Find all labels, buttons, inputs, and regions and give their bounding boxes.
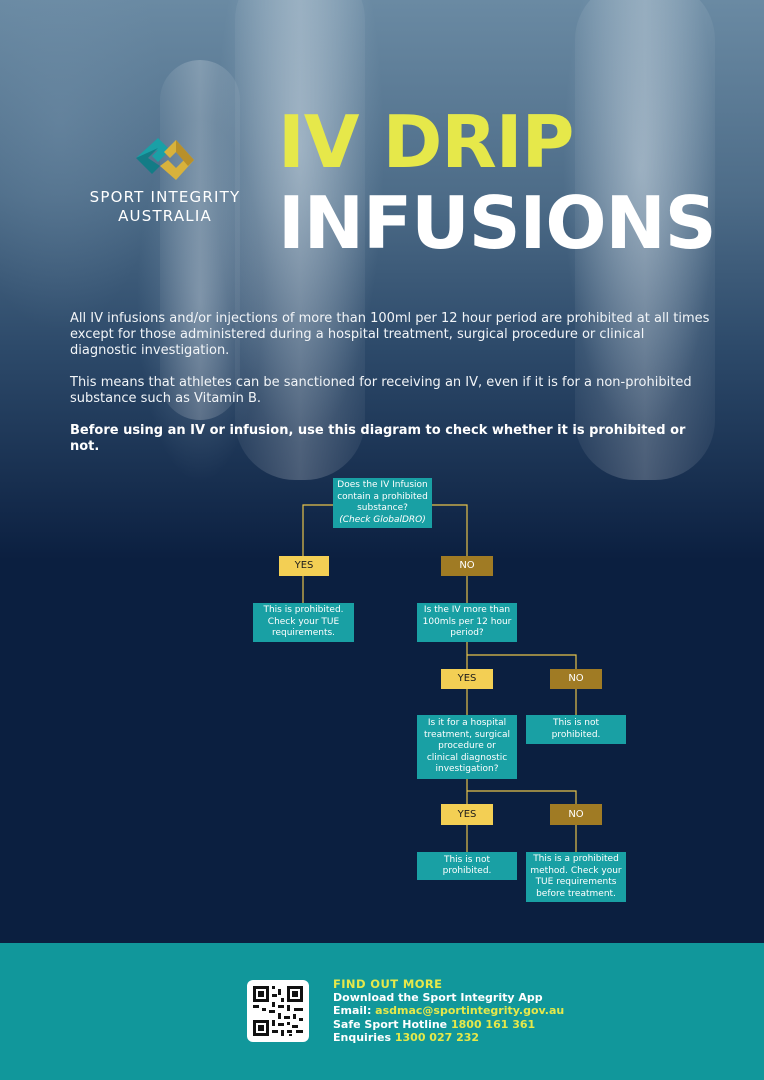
check-globaldro-note: (Check GlobalDRO) xyxy=(339,514,426,525)
result-text: before treatment. xyxy=(536,888,616,899)
question-text: 100mls per 12 hour xyxy=(422,616,512,627)
result-prohibited-method: This is a prohibited method. Check your … xyxy=(526,852,626,902)
qr-code[interactable] xyxy=(247,980,309,1042)
result-text: method. Check your xyxy=(530,865,622,876)
find-out-more-heading: FIND OUT MORE xyxy=(333,977,443,991)
question-prohibited-substance: Does the IV Infusion contain a prohibite… xyxy=(333,478,432,528)
intro-paragraph-1: All IV infusions and/or injections of mo… xyxy=(70,311,710,358)
result-text: prohibited. xyxy=(442,866,492,876)
logo-text-line2: AUSTRALIA xyxy=(118,207,212,225)
intro-paragraph-2: This means that athletes can be sanction… xyxy=(70,375,692,406)
result-text: Check your TUE xyxy=(267,616,340,627)
question-text: treatment, surgical xyxy=(424,729,510,740)
result-text: This is prohibited. xyxy=(263,605,344,616)
email-line: Email: asdmac@sportintegrity.gov.au xyxy=(333,1004,564,1017)
result-text: This is a prohibited xyxy=(533,854,619,864)
answer-yes: YES xyxy=(441,669,493,689)
answer-yes: YES xyxy=(279,556,329,576)
result-text: requirements. xyxy=(271,628,336,639)
answer-no: NO xyxy=(550,669,602,689)
result-text: This is not xyxy=(552,718,600,728)
connector xyxy=(467,790,577,804)
result-text: prohibited. xyxy=(551,729,601,740)
question-text: Does the IV Infusion xyxy=(337,480,428,490)
hotline-number[interactable]: 1800 161 361 xyxy=(450,1017,536,1031)
sport-integrity-logo: SPORT INTEGRITY AUSTRALIA xyxy=(80,130,250,226)
question-volume: Is the IV more than 100mls per 12 hour p… xyxy=(417,603,517,642)
answer-no: NO xyxy=(441,556,493,576)
download-app-link[interactable]: Download the Sport Integrity App xyxy=(333,991,543,1005)
intro-text: All IV infusions and/or injections of mo… xyxy=(70,311,710,471)
flowchart-connectors xyxy=(302,504,577,852)
connector xyxy=(432,504,468,556)
result-text: This is not xyxy=(443,854,491,865)
page-title-line1: IV DRIP xyxy=(278,100,574,184)
question-text: Is it for a hospital xyxy=(427,718,507,729)
iv-bag-shape xyxy=(160,60,240,420)
iv-bag-shape xyxy=(575,0,715,480)
enquiries-number[interactable]: 1300 027 232 xyxy=(394,1030,480,1044)
email-link[interactable]: asdmac@sportintegrity.gov.au xyxy=(375,1004,565,1018)
result-not-prohibited: This is not prohibited. xyxy=(417,852,517,880)
result-not-prohibited: This is not prohibited. xyxy=(526,715,626,744)
page-title-line2: INFUSIONS xyxy=(278,181,717,265)
sport-integrity-logo-icon xyxy=(136,138,194,180)
question-text: period? xyxy=(450,628,484,639)
iv-bag-shape xyxy=(235,0,365,480)
qr-code-icon xyxy=(253,986,303,1036)
question-hospital-treatment: Is it for a hospital treatment, surgical… xyxy=(417,715,517,779)
question-text: clinical diagnostic xyxy=(426,752,508,763)
enquiries-label: Enquiries xyxy=(333,1030,395,1044)
answer-yes: YES xyxy=(441,804,493,825)
result-prohibited-tue: This is prohibited. Check your TUE requi… xyxy=(253,603,354,642)
question-text: substance? xyxy=(357,503,408,513)
connector xyxy=(467,654,577,669)
hero-background xyxy=(0,0,764,560)
result-text: TUE requirements xyxy=(535,877,617,887)
enquiries-line: Enquiries 1300 027 232 xyxy=(333,1031,564,1044)
contact-info: FIND OUT MORE Download the Sport Integri… xyxy=(333,977,564,1044)
question-text: investigation? xyxy=(435,764,499,775)
hotline-line: Safe Sport Hotline 1800 161 361 xyxy=(333,1018,564,1031)
connector xyxy=(302,504,333,556)
intro-instruction: Before using an IV or infusion, use this… xyxy=(70,423,686,454)
logo-text-line1: SPORT INTEGRITY xyxy=(89,188,241,206)
footer xyxy=(0,943,764,1080)
question-text: contain a prohibited xyxy=(337,491,428,502)
answer-no: NO xyxy=(550,804,602,825)
email-label: Email: xyxy=(333,1004,376,1018)
question-text: procedure or xyxy=(438,741,496,752)
question-text: Is the IV more than xyxy=(423,605,511,616)
hotline-label: Safe Sport Hotline xyxy=(333,1017,451,1031)
